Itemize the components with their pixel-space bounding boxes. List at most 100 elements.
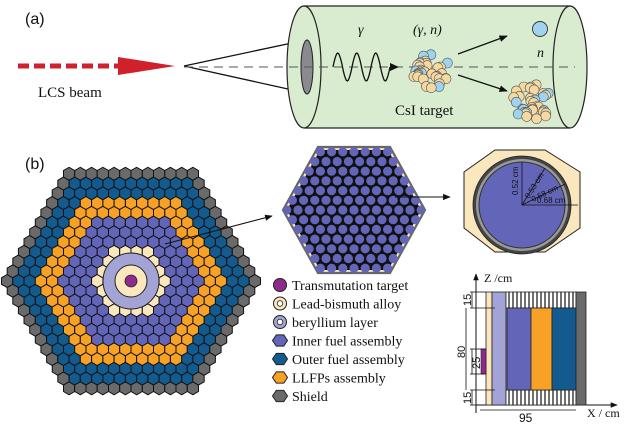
fuel-pin — [332, 156, 342, 167]
fuel-pin — [394, 186, 404, 196]
fuel-pin — [332, 176, 342, 186]
fuel-pin — [388, 215, 398, 225]
nucleon — [531, 113, 542, 125]
legend-label: LLFPs assembly — [292, 372, 386, 387]
legend-item: Lead-bismuth alloy — [273, 296, 401, 313]
fuel-pin — [293, 186, 303, 196]
fuel-pin — [399, 215, 409, 225]
residual-nucleus — [508, 79, 554, 125]
fuel-pin — [355, 253, 365, 264]
fuel-pin — [327, 166, 337, 176]
fuel-pin — [321, 215, 331, 225]
fuel-pin — [383, 263, 393, 273]
fuel-pin — [388, 234, 398, 244]
fuel-pin — [287, 215, 297, 225]
fuel-pin — [371, 166, 381, 176]
fuel-pin — [343, 234, 353, 244]
fuel-pin — [338, 166, 348, 176]
fuel-pin — [405, 224, 415, 234]
panel-a-label: (a) — [25, 11, 45, 28]
fuel-pin — [405, 186, 415, 196]
core-center — [102, 252, 160, 310]
fuel-pin — [377, 215, 387, 225]
legend-swatch — [271, 371, 289, 384]
z-dim-top: 15 — [462, 294, 474, 306]
fuel-pin — [394, 224, 404, 234]
fuel-pin — [338, 263, 348, 273]
legend-item: Outer fuel assembly — [271, 352, 405, 368]
fuel-pin — [338, 244, 348, 254]
fuel-pin — [304, 186, 314, 196]
core-assembly-hex — [248, 273, 261, 289]
fuel-pin — [355, 195, 365, 205]
reactor-core-map — [0, 166, 261, 396]
fuel-pin — [293, 205, 303, 215]
fuel-pin — [383, 186, 393, 196]
fuel-pin — [371, 244, 381, 254]
fuel-pin — [383, 205, 393, 215]
fuel-pin — [366, 156, 376, 167]
legend-item: LLFPs assembly — [271, 371, 386, 387]
fuel-pin — [299, 234, 309, 244]
fuel-pin — [383, 166, 393, 176]
fuel-pin — [355, 234, 365, 244]
fuel-pin — [321, 176, 331, 186]
fuel-pin — [394, 166, 404, 176]
fuel-pin — [360, 205, 370, 215]
legend-label: Inner fuel assembly — [292, 335, 402, 350]
fuel-pin — [332, 253, 342, 264]
nucleon — [540, 110, 552, 122]
pin-dim-052: 0.52 cm — [511, 166, 520, 195]
fuel-pin — [315, 147, 325, 157]
fuel-pin — [360, 186, 370, 196]
legend-item: beryllium layer — [273, 315, 378, 331]
fuel-pin — [360, 244, 370, 254]
fuel-pin — [366, 253, 376, 264]
gamma-wave — [332, 52, 391, 82]
reaction-label: (γ, n) — [413, 23, 442, 38]
fuel-pin — [377, 234, 387, 244]
fuel-pin — [327, 224, 337, 234]
fuel-pin — [394, 205, 404, 215]
legend-swatch — [273, 278, 287, 292]
legend-item: Transmutation target — [273, 278, 408, 294]
neutron-label: n — [537, 46, 544, 61]
fuel-pin — [283, 205, 292, 215]
fuel-pin — [411, 215, 421, 225]
nucleon — [521, 111, 533, 122]
legend-label: beryllium layer — [292, 316, 378, 331]
residual-nucleus-arrow — [457, 74, 508, 92]
fuel-pin — [343, 156, 353, 167]
fuel-pin — [349, 147, 359, 157]
lcs-beam-arrow — [18, 57, 175, 75]
fuel-pin — [338, 224, 348, 234]
neutron-arrow — [457, 35, 508, 55]
fuel-pin — [416, 205, 425, 215]
z-axis-label: Z /cm — [484, 271, 513, 285]
lcs-beam-label: LCS beam — [38, 85, 102, 101]
fuel-pin — [371, 224, 381, 234]
fuel-pin — [355, 176, 365, 186]
fuel-pin — [360, 263, 370, 273]
fuel-pin — [360, 147, 370, 157]
legend-item: Shield — [271, 389, 328, 405]
legend-label: Lead-bismuth alloy — [292, 298, 401, 313]
legend-swatch — [271, 334, 289, 347]
fuel-pin — [321, 253, 331, 264]
pin-dim-068: 0.68 cm — [537, 196, 566, 205]
fuel-pin — [293, 224, 303, 234]
fuel-pin — [299, 195, 309, 205]
gamma-arrowhead — [390, 63, 399, 71]
fuel-pin — [399, 195, 409, 205]
gamma-label: γ — [358, 23, 364, 38]
fuel-pin — [321, 195, 331, 205]
fuel-pin — [411, 195, 421, 205]
fuel-pin — [377, 195, 387, 205]
z-dim-bottom: 15 — [462, 392, 474, 404]
fuel-pin — [315, 166, 325, 176]
fuel-pin — [338, 147, 348, 157]
legend-swatch — [271, 389, 289, 403]
fuel-pin — [310, 195, 320, 205]
